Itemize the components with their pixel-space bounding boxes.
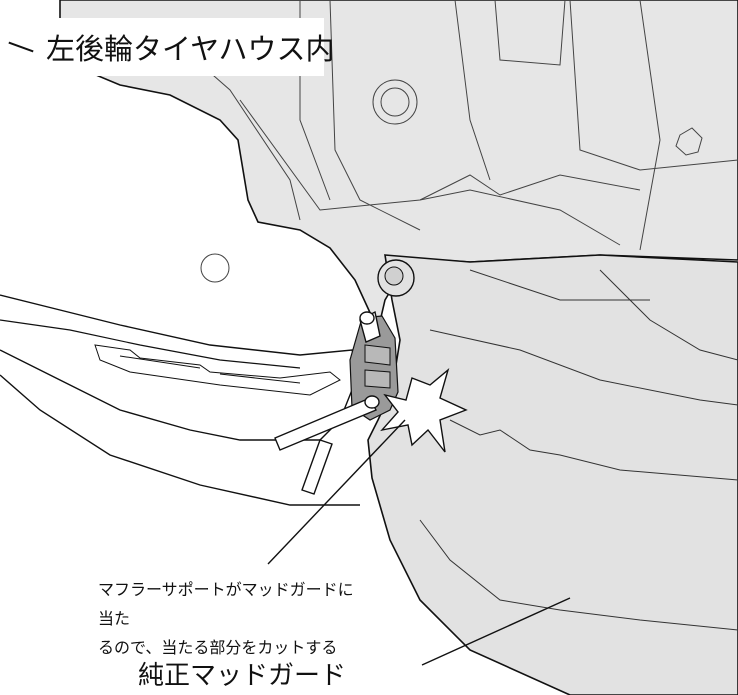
mudguard-bolt: [377, 259, 415, 297]
muffler-support-bracket: [349, 315, 399, 421]
contact-burst: [380, 368, 468, 453]
location-label-text: 左後輪タイヤハウス内: [46, 32, 335, 66]
note-line-1: マフラーサポートがマッドガードに当た: [98, 580, 354, 628]
hanger-rods: [274, 310, 381, 495]
note-line-2: るので、当たる部分をカットする: [98, 638, 338, 657]
cut-instruction-note: マフラーサポートがマッドガードに当た るので、当たる部分をカットする: [98, 575, 368, 662]
note-leader-line: [267, 419, 406, 565]
panel-details: [149, 0, 738, 283]
heat-shield: [94, 344, 341, 396]
mudguard-label: 純正マッドガード: [138, 661, 347, 691]
location-label: 左後輪タイヤハウス内: [6, 18, 335, 76]
mudguard-details: [419, 269, 738, 631]
mudguard-leader-line: [421, 597, 571, 666]
